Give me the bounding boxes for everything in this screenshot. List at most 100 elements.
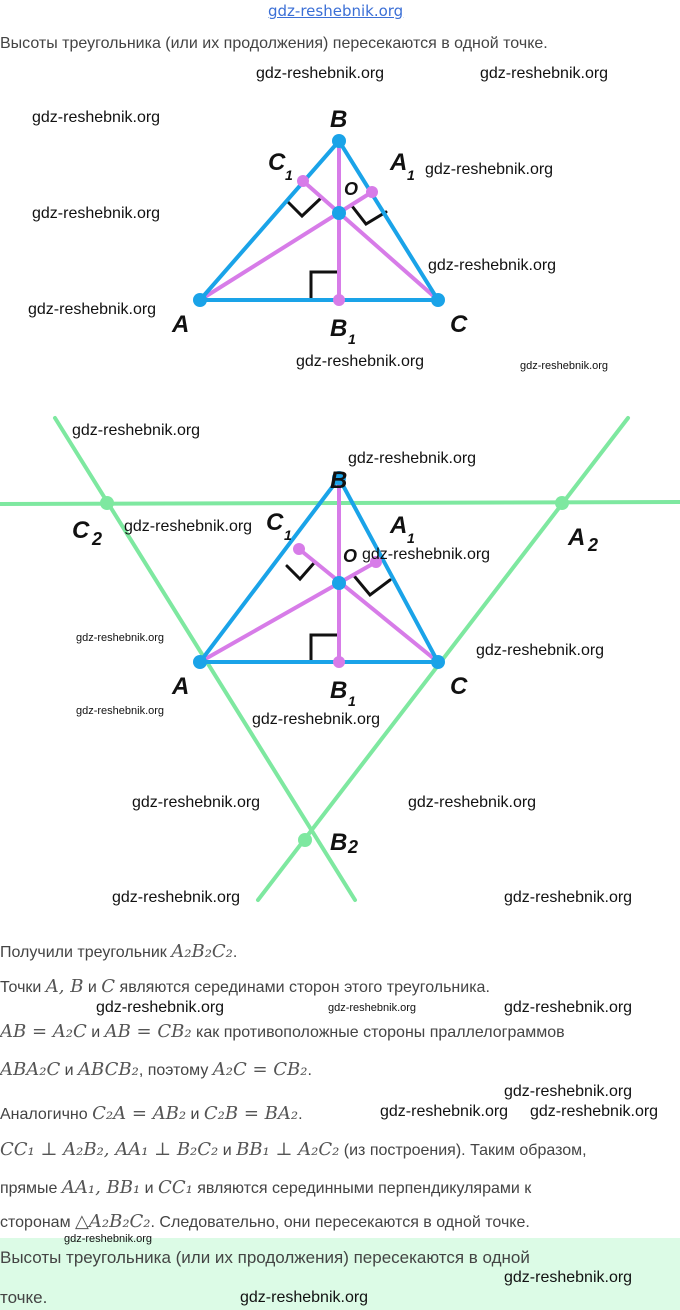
- text-segment: и: [60, 1062, 79, 1079]
- label-C: C: [450, 673, 468, 700]
- proof-line: прямые AA₁, BB₁ и CC₁ являются серединны…: [0, 1178, 531, 1199]
- point-B1: [333, 294, 345, 306]
- watermark: gdz-reshebnik.org: [296, 353, 425, 370]
- point-A2: [555, 496, 569, 510]
- point-C: [431, 655, 445, 669]
- label-C1: C: [266, 509, 284, 536]
- math-expression: C₂B = BA₂: [203, 1103, 299, 1124]
- watermark: gdz-reshebnik.org: [504, 999, 633, 1016]
- watermark: gdz-reshebnik.org: [72, 422, 201, 439]
- math-expression: C₂A = AB₂: [92, 1103, 187, 1124]
- watermark: gdz-reshebnik.org: [504, 1083, 633, 1100]
- watermark: gdz-reshebnik.org: [504, 1269, 633, 1286]
- text-segment: и: [140, 1180, 159, 1197]
- watermark: gdz-reshebnik.org: [112, 889, 241, 906]
- watermark: gdz-reshebnik.org: [252, 711, 381, 728]
- right-angle-mark: [309, 270, 340, 301]
- label-sub: 1: [348, 331, 356, 347]
- math-expression: ABA₂C: [0, 1059, 61, 1080]
- point-A: [193, 293, 207, 307]
- point-A1: [370, 556, 382, 568]
- text-segment: .: [298, 1106, 303, 1123]
- text-segment: как противоположные стороны праллелограм…: [191, 1024, 565, 1041]
- site-link[interactable]: gdz-reshebnik.org: [268, 2, 404, 20]
- label-A1: A: [389, 149, 407, 176]
- point-A: [193, 655, 207, 669]
- text-segment: (из построения). Таким образом,: [339, 1142, 587, 1159]
- watermark: gdz-reshebnik.org: [348, 450, 477, 467]
- watermark: gdz-reshebnik.org: [132, 794, 261, 811]
- math-expression: CC₁ ⊥ A₂B₂, AA₁ ⊥ B₂C₂: [0, 1139, 219, 1160]
- point-C1: [297, 175, 309, 187]
- text-segment: и: [186, 1106, 204, 1123]
- label-O: O: [344, 179, 358, 199]
- label-sub: 2: [347, 837, 358, 857]
- label-A: A: [171, 311, 189, 338]
- math-expression: BB₁ ⊥ A₂C₂: [236, 1139, 340, 1160]
- conclusion-line: Высоты треугольника (или их продолжения)…: [0, 1248, 530, 1267]
- math-expression: ABCB₂: [78, 1059, 139, 1080]
- text-segment: . Следовательно, они пересекаются в одно…: [150, 1214, 530, 1231]
- watermark: gdz-reshebnik.org: [76, 705, 165, 717]
- altitude-CC1: [297, 547, 440, 664]
- label-sub: 1: [284, 527, 292, 543]
- proof-line: Аналогично C₂A = AB₂ и C₂B = BA₂.: [0, 1104, 303, 1125]
- watermark: gdz-reshebnik.org: [32, 205, 161, 222]
- math-expression: AA₁, BB₁: [61, 1177, 141, 1198]
- watermark: gdz-reshebnik.org: [28, 301, 157, 318]
- watermark: gdz-reshebnik.org: [504, 889, 633, 906]
- label-C1: C: [268, 149, 286, 176]
- label-sub: 2: [587, 535, 598, 555]
- math-expression: A₂C = CB₂: [212, 1059, 308, 1080]
- label-C2: C: [72, 517, 90, 544]
- label-B: B: [330, 106, 347, 133]
- point-B1: [333, 656, 345, 668]
- text-segment: являются серединными перпендикулярами к: [192, 1180, 532, 1197]
- label-sub: 1: [348, 693, 356, 709]
- math-expression: C: [101, 976, 116, 997]
- label-A2: A: [567, 524, 585, 551]
- proof-line: Точки A, B и C являются серединами сторо…: [0, 977, 490, 998]
- label-B2: B: [330, 829, 347, 856]
- label-O: O: [343, 546, 357, 566]
- label-sub: 1: [285, 167, 293, 183]
- text-segment: и: [83, 979, 102, 996]
- watermark: gdz-reshebnik.org: [428, 257, 557, 274]
- point-C1: [293, 543, 305, 555]
- right-angle-mark: [353, 575, 392, 598]
- label-A: A: [171, 673, 189, 700]
- watermark: gdz-reshebnik.org: [240, 1289, 369, 1306]
- conclusion-box: Высоты треугольника (или их продолжения)…: [0, 1238, 680, 1310]
- text-segment: сторонам: [0, 1214, 76, 1231]
- watermark: gdz-reshebnik.org: [96, 999, 225, 1016]
- text-segment: являются серединами сторон этого треугол…: [115, 979, 490, 996]
- label-sub: 1: [407, 530, 415, 546]
- label-B1: B: [330, 315, 347, 342]
- right-angle-mark: [350, 204, 388, 226]
- text-segment: .: [307, 1062, 312, 1079]
- text-segment: и: [218, 1142, 237, 1159]
- proof-line: AB = A₂C и AB = CB₂ как противоположные …: [0, 1022, 565, 1043]
- watermark: gdz-reshebnik.org: [480, 65, 609, 82]
- conclusion-line: точке.: [0, 1288, 48, 1307]
- math-expression: AB = A₂C: [0, 1021, 87, 1042]
- text-segment: .: [232, 944, 238, 961]
- math-expression: △A₂B₂C₂: [75, 1211, 151, 1232]
- right-angle-mark: [286, 197, 322, 219]
- proof-line: Получили треугольник A₂B₂C₂.: [0, 942, 237, 963]
- right-angle-mark: [285, 561, 316, 582]
- right-angle-mark: [309, 633, 340, 663]
- label-sub: 1: [407, 167, 415, 183]
- text-segment: Получили треугольник: [0, 944, 172, 961]
- text-segment: и: [86, 1024, 105, 1041]
- point-O: [332, 576, 346, 590]
- point-C2: [100, 496, 114, 510]
- text-segment: Аналогично: [0, 1106, 93, 1123]
- point-C: [431, 293, 445, 307]
- proof-line: CC₁ ⊥ A₂B₂, AA₁ ⊥ B₂C₂ и BB₁ ⊥ A₂C₂ (из …: [0, 1140, 587, 1161]
- math-expression: AB = CB₂: [104, 1021, 192, 1042]
- label-C: C: [450, 311, 468, 338]
